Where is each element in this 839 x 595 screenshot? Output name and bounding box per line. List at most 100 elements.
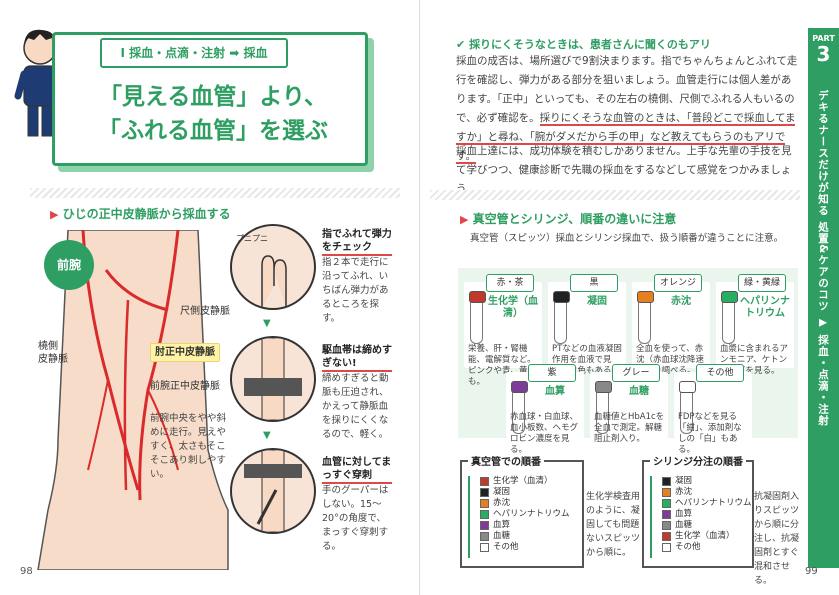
order-item: 血糖: [480, 531, 570, 542]
color-swatch: [480, 521, 489, 530]
arrow-down-icon: ▼: [263, 430, 271, 441]
tube-icon: [595, 381, 612, 434]
order-item: 赤沈: [662, 487, 752, 498]
section-heading-text: ひじの正中皮静脈から採血する: [62, 207, 231, 221]
order-item: 凝固: [662, 476, 752, 487]
order-item-label: 赤沈: [675, 487, 693, 497]
tube-result: 赤沈: [671, 296, 691, 307]
syringe-order-note: 抗凝固剤入りスピッツから順に分注し、抗凝固剤とすぐ混和させる。: [754, 492, 800, 586]
title-line-2: 「ふれる血管」を選ぶ: [98, 117, 328, 144]
tube-description: 赤血球・白血球、血小板数、ヘモグロビン濃度を見る。: [510, 412, 579, 455]
order-item-label: その他: [675, 542, 701, 552]
forearm-illustration: [37, 230, 229, 570]
tube-icon: [469, 291, 486, 344]
order-item: 生化学（血清）: [480, 476, 570, 487]
tube-description: FDPなどを見る「紺」、添加剤なしの「白」もある。: [678, 412, 742, 455]
order-item: 血糖: [662, 520, 752, 531]
tubes-intro: 真空管（スピッツ）採血とシリンジ採血で、扱う順番が違うことに注意。: [470, 233, 784, 244]
order-item: その他: [480, 542, 570, 553]
color-swatch: [480, 543, 489, 552]
order-item-label: 凝固: [493, 487, 511, 497]
step2-title: 駆血帯は締めすぎない!: [322, 344, 392, 372]
finger-sound-label: プニプニ: [236, 234, 268, 243]
order-item-label: その他: [493, 542, 519, 552]
vacuum-order-note: 生化学検査用のように、凝固しても問題ないスピッツから順に。: [586, 492, 641, 558]
tube-cap-label: 黒: [570, 274, 618, 292]
tube-result: 血算: [545, 386, 565, 397]
order-item: ヘパリンナトリウム: [662, 498, 752, 509]
section-heading-vein: ▶ ひじの正中皮静脈から採血する: [50, 205, 231, 222]
tube-description: PTなどの血液凝固作用を血液で見る。水色もある。: [552, 344, 622, 376]
color-swatch: [662, 488, 671, 497]
color-swatch: [480, 477, 489, 486]
tube-description: 血漿に含まれるアンモニア、ケトン体などを見る。: [720, 344, 789, 376]
order-item: 生化学（血清）: [662, 531, 752, 542]
tube-card: オレンジ赤沈全血を使って、赤沈（赤血球沈降速度）を調べる。: [632, 274, 710, 376]
tube-icon: [679, 381, 696, 434]
color-swatch: [480, 510, 489, 519]
tube-cap-label: グレー: [612, 364, 660, 382]
order-item: 凝固: [480, 487, 570, 498]
order-item: 血算: [662, 509, 752, 520]
heading-ask-patient-text: 採りにくそうなときは、患者さんに聞くのもアリ: [469, 38, 711, 51]
part-label: PART: [812, 34, 835, 43]
tube-icon: [511, 381, 528, 434]
color-swatch: [480, 532, 489, 541]
tube-cap-color: [595, 381, 612, 393]
tube-result: 凝固: [587, 296, 607, 307]
paragraph-1: 採血の成否は、場所選びで9割決まります。指でちゃんちょんとふれて走行を確認し、弾…: [456, 52, 800, 166]
tube-cap-color: [553, 291, 570, 303]
tube-card: 紫血算赤血球・白血球、血小板数、ヘモグロビン濃度を見る。: [506, 364, 584, 455]
tube-card: 緑・黄緑ヘパリンナトリウム血漿に含まれるアンモニア、ケトン体などを見る。: [716, 274, 794, 376]
order-item-label: 生化学（血清）: [493, 476, 553, 486]
label-median-cubital-vein: 肘正中皮静脈: [150, 343, 220, 362]
step2-note: 駆血帯は締めすぎない! 締めすぎると動脈も圧迫され、かえって静脈血を採りにくくな…: [322, 344, 392, 442]
tube-description: 全血を使って、赤沈（赤血球沈降速度）を調べる。: [636, 344, 705, 376]
page-number-right: 99: [805, 566, 818, 577]
tube-result: 生化学（血清）: [488, 296, 538, 319]
tube-card: グレー血糖血糖値とHbA1cを全血で測定。解糖阻止剤入り。: [590, 364, 668, 444]
part-side-tab: PART 3 デキるナースだけが知る 処置&ケアのコツ ▶ 採血・点滴・注射: [808, 28, 839, 568]
vacuum-order-list: 生化学（血清）凝固赤沈ヘパリンナトリウム血算血糖その他: [480, 476, 570, 553]
tube-icon: [721, 291, 738, 344]
tube-cap-color: [721, 291, 738, 303]
color-swatch: [662, 521, 671, 530]
check-icon: ✔: [456, 38, 466, 51]
tube-cap-color: [679, 381, 696, 393]
order-item-label: 血算: [493, 520, 511, 530]
section-heading-tubes: ▶ 真空管とシリンジ、順番の違いに注意: [460, 210, 676, 227]
label-median-forearm-vein: 前腕正中皮静脈: [150, 381, 220, 392]
order-item-label: ヘパリンナトリウム: [675, 498, 752, 508]
left-page: I 採血・点滴・注射 ➡ 採血 「見える血管」より、 「ふれる血管」を選ぶ ▶ …: [0, 0, 419, 595]
vacuum-order-title: 真空管での順番: [468, 453, 544, 468]
triangle-icon: ▶: [460, 213, 469, 226]
tube-card: その他 FDPなどを見る「紺」、添加剤なしの「白」もある。: [674, 364, 752, 455]
step3-circle: [230, 448, 316, 534]
tube-result: ヘパリンナトリウム: [740, 296, 790, 319]
tube-icon: [553, 291, 570, 344]
right-page: PART 3 デキるナースだけが知る 処置&ケアのコツ ▶ 採血・点滴・注射 ✔…: [420, 0, 839, 595]
step3-note: 血管に対してまっすぐ穿刺 手のグーパーはしない。15〜20°の角度で、まっすぐ穿…: [322, 456, 392, 554]
title-line-1: 「見える血管」より、: [99, 83, 327, 110]
vacuum-order-box: 真空管での順番 生化学（血清）凝固赤沈ヘパリンナトリウム血算血糖その他: [460, 453, 584, 568]
order-item-label: 生化学（血清）: [675, 531, 735, 541]
order-item-label: 血算: [675, 509, 693, 519]
order-item-label: 凝固: [675, 476, 693, 486]
order-item: ヘパリンナトリウム: [480, 509, 570, 520]
spine: [419, 0, 420, 595]
tube-cap-label: 紫: [528, 364, 576, 382]
tube-cap-label: その他: [696, 364, 744, 382]
tube-result: 血糖: [629, 386, 649, 397]
color-swatch: [480, 488, 489, 497]
section-heading-tubes-text: 真空管とシリンジ、順番の違いに注意: [472, 212, 677, 226]
order-arrow: [468, 476, 470, 558]
tube-cap-color: [637, 291, 654, 303]
page-number-left: 98: [20, 566, 33, 577]
tube-description: 血糖値とHbA1cを全血で測定。解糖阻止剤入り。: [594, 412, 665, 444]
hatch-band: [30, 188, 400, 198]
heading-ask-patient: ✔ 採りにくそうなときは、患者さんに聞くのもアリ: [456, 36, 711, 52]
order-arrow: [650, 476, 652, 558]
triangle-icon: ▶: [50, 208, 59, 221]
arrow-down-icon: ▼: [263, 318, 271, 329]
label-radial-vein-2: 皮静脈: [38, 354, 68, 365]
